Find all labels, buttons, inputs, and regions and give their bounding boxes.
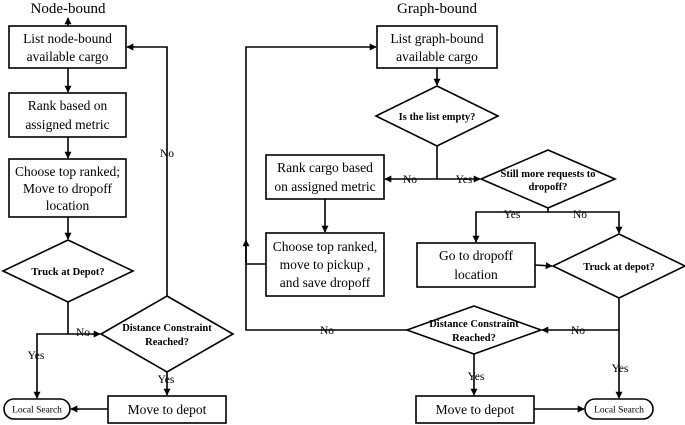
gb-label-yes-truck: Yes — [612, 363, 629, 375]
gb-choose-line1: Choose top ranked, — [273, 239, 378, 254]
gb-label-no-truck: No — [571, 325, 585, 337]
nb-local-search-label: Local Search — [12, 406, 62, 416]
gb-label-no-more: No — [573, 209, 587, 221]
gb-go-dropoff-line2: location — [454, 267, 498, 282]
nb-distance-diamond — [99, 295, 235, 373]
nb-list-cargo-line2: available cargo — [27, 49, 109, 64]
nb-move-depot-box — [107, 395, 227, 424]
gb-label-yes-dist: Yes — [468, 371, 485, 383]
nb-choose-line3: location — [46, 198, 90, 213]
gb-label-no-empty: No — [403, 174, 417, 186]
nb-arrow-distance-no — [126, 43, 168, 296]
gb-go-dropoff-box — [416, 242, 536, 288]
gb-choose-box — [265, 232, 385, 297]
gb-move-depot-label: Move to depot — [436, 402, 515, 417]
gb-distance-diamond — [404, 305, 544, 355]
gb-distance-line2: Reached? — [452, 333, 496, 344]
nb-choose-line2: Move to dropoff — [23, 181, 112, 196]
nb-rank-box — [8, 92, 127, 138]
graph-bound-title: Graph-bound — [397, 1, 477, 17]
gb-rank-line1: Rank cargo based — [277, 160, 373, 175]
nb-distance-line2: Reached? — [145, 337, 189, 348]
nb-label-no-top: No — [160, 148, 174, 160]
nb-distance-line1: Distance Constraint — [122, 323, 212, 334]
gb-arrow-more-yes — [472, 208, 549, 243]
nb-truck-at-depot-label: Truck at Depot? — [31, 267, 104, 278]
gb-list-cargo-line1: List graph-bound — [390, 31, 484, 46]
nb-local-search-terminal — [3, 398, 71, 420]
gb-more-requests-line1: Still more requests to — [501, 169, 596, 180]
nb-rank-line1: Rank based on — [28, 98, 108, 113]
gb-label-yes-empty: Yes — [456, 174, 473, 186]
gb-arrow-more-no — [548, 211, 623, 234]
nb-label-yes-bottom: Yes — [158, 374, 175, 386]
gb-go-dropoff-line1: Go to dropoff — [439, 248, 513, 263]
nb-arrow-truck-yes — [33, 333, 68, 399]
gb-arrow-choose-loop — [245, 43, 377, 265]
gb-distance-line1: Distance Constraint — [429, 319, 519, 330]
gb-more-requests-line2: dropoff? — [529, 182, 568, 193]
node-bound-title: Node-bound — [31, 1, 106, 17]
gb-label-no-dist: No — [320, 325, 334, 337]
nb-move-depot-label: Move to depot — [128, 402, 207, 417]
nb-list-cargo-line1: List node-bound — [23, 31, 112, 46]
gb-move-depot-box — [415, 395, 535, 424]
gb-list-cargo-box — [376, 25, 498, 69]
gb-list-cargo-line2: available cargo — [396, 49, 478, 64]
gb-arrow-dropoff-truck — [534, 262, 553, 270]
gb-choose-line2: move to pickup , — [280, 257, 371, 272]
nb-rank-line2: assigned metric — [25, 117, 109, 132]
nb-choose-line1: Choose top ranked; — [15, 164, 120, 179]
gb-rank-line2: on assigned metric — [274, 179, 375, 194]
gb-local-search-terminal — [584, 398, 654, 420]
gb-rank-box — [265, 154, 385, 200]
gb-truck-at-depot-label: Truck at depot? — [583, 262, 655, 273]
gb-list-empty-label: Is the list empty? — [399, 112, 476, 123]
gb-local-search-label: Local Search — [594, 406, 644, 416]
gb-label-yes-more: Yes — [504, 209, 521, 221]
gb-choose-line3: and save dropoff — [280, 275, 371, 290]
nb-label-yes-left: Yes — [28, 350, 45, 362]
nb-label-no-mid: No — [76, 327, 90, 339]
gb-arrow-distance-no — [242, 239, 407, 331]
